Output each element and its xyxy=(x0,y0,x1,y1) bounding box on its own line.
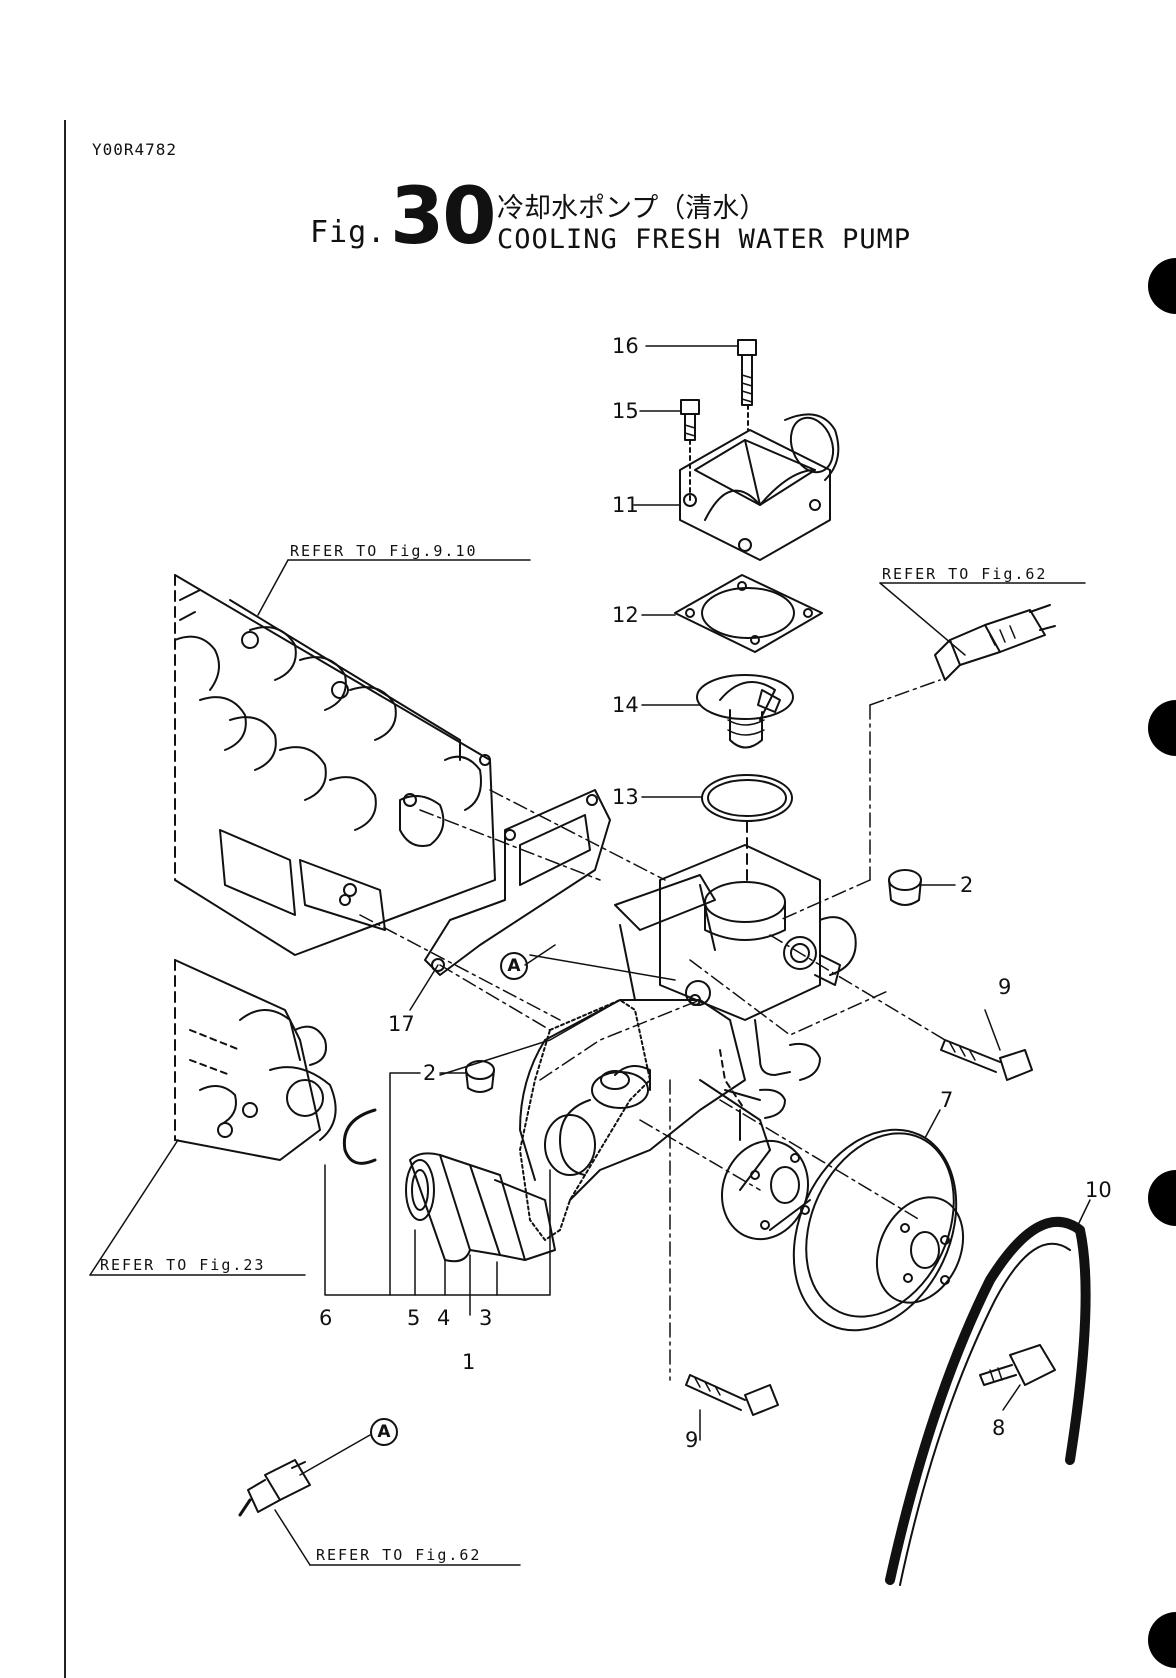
callout-13: 13 xyxy=(612,785,639,809)
thermostat-14 xyxy=(697,675,793,748)
reference-fig-62-bottom: REFER TO Fig.62 xyxy=(316,1546,481,1564)
marker-a-upper: A xyxy=(500,952,528,980)
callout-2-left: 2 xyxy=(423,1061,436,1085)
callout-2-right: 2 xyxy=(960,873,973,897)
pulley-7 xyxy=(763,1103,988,1357)
marker-a-lower: A xyxy=(370,1418,398,1446)
callout-8: 8 xyxy=(992,1416,1005,1440)
assembly-lines xyxy=(360,680,945,1380)
gasket-12 xyxy=(675,575,822,652)
pump-body xyxy=(520,1000,770,1200)
callout-1: 1 xyxy=(462,1350,475,1374)
reference-fig-62-top: REFER TO Fig.62 xyxy=(882,565,1047,583)
callout-9-bottom: 9 xyxy=(685,1428,698,1452)
housing-gasket-17 xyxy=(425,790,610,975)
o-ring-13 xyxy=(702,775,792,821)
callout-14: 14 xyxy=(612,693,639,717)
lower-engine-block xyxy=(175,960,336,1160)
thermostat-cover xyxy=(680,412,840,560)
bolt-16 xyxy=(738,340,756,430)
plug-2-right xyxy=(889,870,921,905)
callout-5: 5 xyxy=(407,1306,420,1330)
callout-10: 10 xyxy=(1085,1178,1112,1202)
v-belt-10 xyxy=(890,1222,1086,1585)
callout-9-right: 9 xyxy=(998,975,1011,999)
reference-fig-23: REFER TO Fig.23 xyxy=(100,1256,265,1274)
callout-16: 16 xyxy=(612,334,639,358)
callout-3: 3 xyxy=(479,1306,492,1330)
temp-sender-bottom xyxy=(240,1460,310,1515)
callout-4: 4 xyxy=(437,1306,450,1330)
callout-12: 12 xyxy=(612,603,639,627)
water-pump-housing xyxy=(660,845,856,1118)
bolt-8 xyxy=(980,1345,1055,1385)
callout-15: 15 xyxy=(612,399,639,423)
snap-ring-6 xyxy=(344,1110,375,1163)
temp-sender-top xyxy=(935,605,1055,680)
callout-6: 6 xyxy=(319,1306,332,1330)
callout-11: 11 xyxy=(612,493,639,517)
callout-17: 17 xyxy=(388,1012,415,1036)
bolt-9-bottom xyxy=(686,1375,778,1415)
cylinder-head-block xyxy=(175,575,495,955)
callout-7: 7 xyxy=(940,1088,953,1112)
pump-hub xyxy=(708,1129,821,1252)
bolt-15 xyxy=(681,400,699,500)
bolt-9-right xyxy=(941,1040,1032,1080)
reference-fig-9-10: REFER TO Fig.9.10 xyxy=(290,542,478,560)
